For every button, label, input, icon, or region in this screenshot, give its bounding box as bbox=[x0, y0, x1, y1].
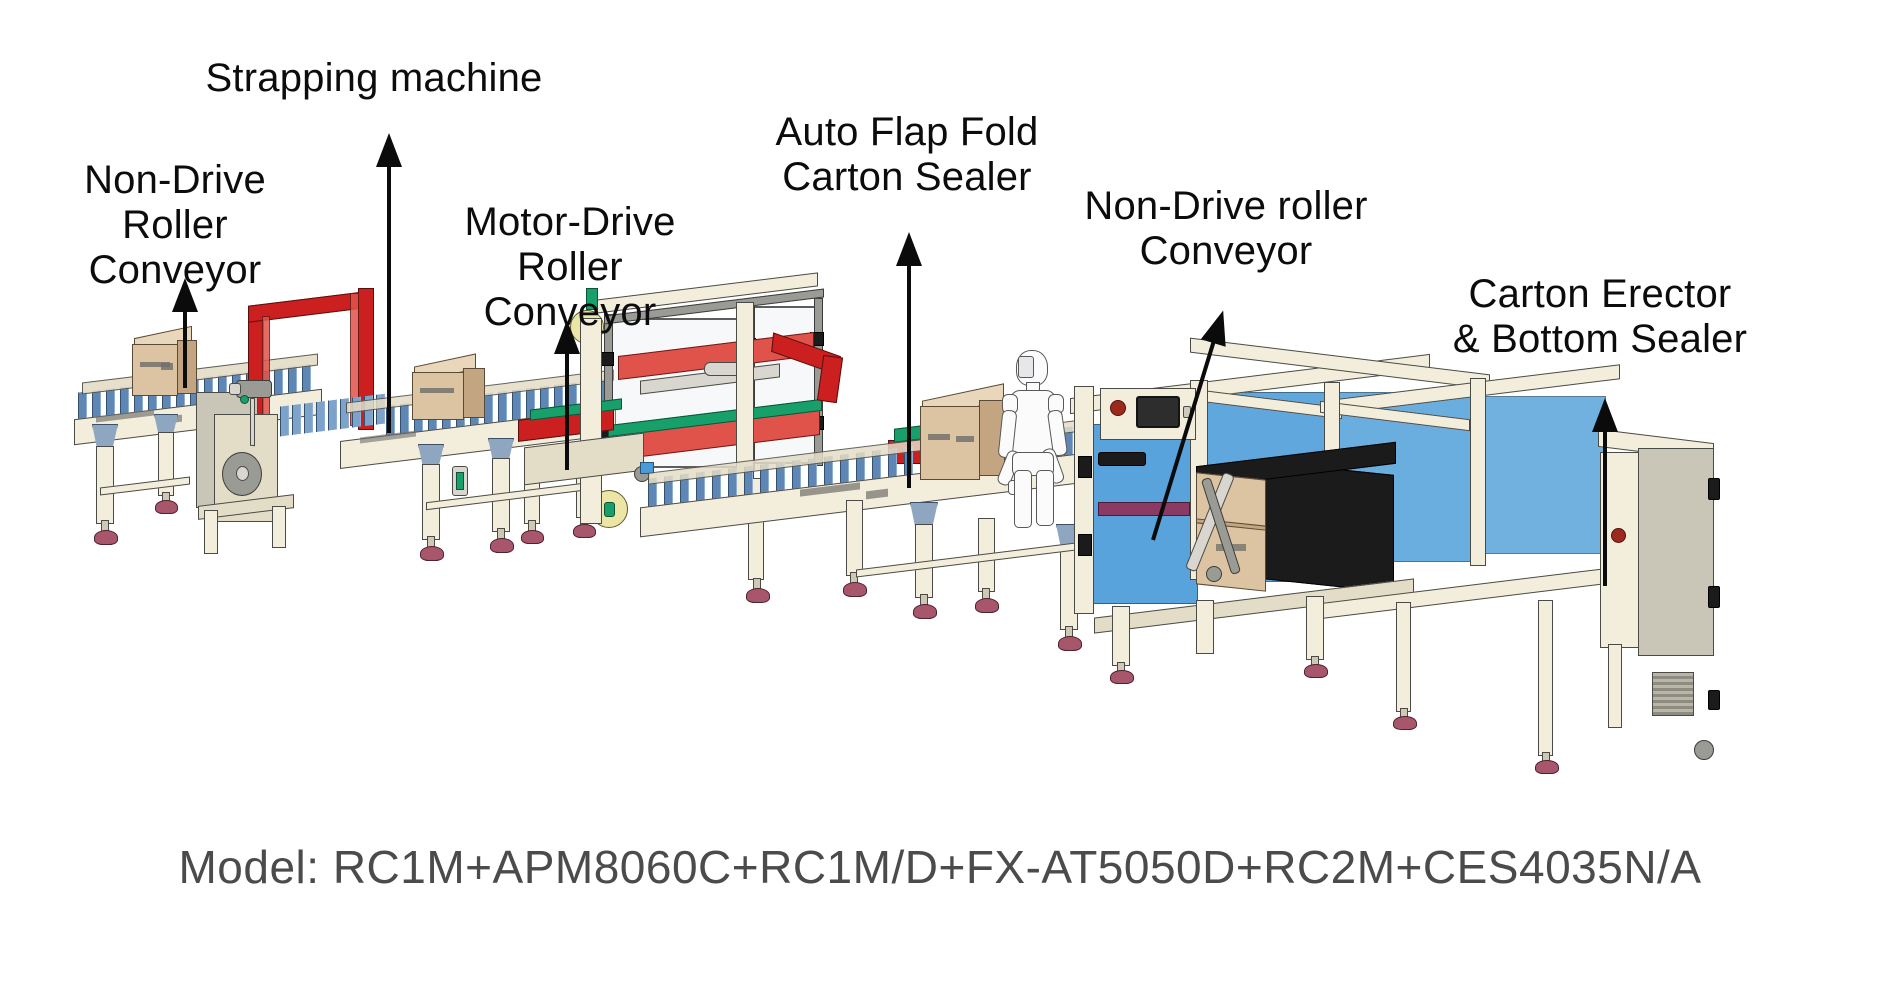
drive-motor-face bbox=[456, 472, 464, 490]
magazine-arm-pivot bbox=[1206, 566, 1222, 582]
erector-panel-blue bbox=[1478, 396, 1606, 554]
strapper-cable bbox=[250, 397, 255, 447]
model-caption: Model: RC1M+APM8060C+RC1M/D+FX-AT5050D+R… bbox=[178, 841, 1702, 893]
adjustable-foot bbox=[1304, 664, 1328, 678]
strapper-leg bbox=[204, 510, 218, 554]
carton-box bbox=[412, 372, 464, 420]
erector-leg bbox=[1396, 602, 1411, 712]
sealer-column bbox=[580, 318, 602, 524]
erector-leg bbox=[1196, 600, 1214, 654]
adjustable-foot bbox=[490, 538, 514, 553]
erector-hinge bbox=[1078, 456, 1092, 478]
cabinet-hinge bbox=[1708, 478, 1720, 500]
label-auto-flap-fold-carton-sealer: Auto Flap Fold Carton Sealer bbox=[775, 110, 1039, 199]
sealer-column-clamp bbox=[586, 288, 598, 310]
erector-hinge bbox=[1078, 534, 1092, 556]
pointer-arrow-non-drive-roller-conveyor-left bbox=[172, 278, 198, 388]
label-non-drive-roller-conveyor-right: Non-Drive roller Conveyor bbox=[1084, 184, 1368, 273]
guard-hinge bbox=[600, 352, 614, 366]
adjustable-foot bbox=[913, 604, 937, 619]
carton-print-strip bbox=[956, 436, 974, 442]
carton-box-side bbox=[463, 368, 485, 418]
adjustable-foot bbox=[1393, 716, 1417, 730]
adjustable-foot bbox=[1058, 636, 1082, 651]
pointer-arrow-motor-drive-roller-conveyor bbox=[554, 320, 580, 470]
adjustable-foot bbox=[843, 582, 867, 597]
cabinet-hinge bbox=[1708, 690, 1720, 710]
adjustable-foot bbox=[1110, 670, 1134, 684]
conveyor-leg bbox=[846, 500, 863, 576]
arrow-shaft bbox=[565, 348, 569, 470]
erector-internal-bracket bbox=[1098, 452, 1146, 466]
erector-leg bbox=[1538, 600, 1553, 756]
cabinet-door bbox=[1638, 448, 1714, 656]
erector-column bbox=[1074, 386, 1094, 614]
label-carton-erector-bottom-sealer: Carton Erector & Bottom Sealer bbox=[1452, 272, 1748, 361]
mannequin-leg-right bbox=[1036, 470, 1054, 526]
arrow-shaft bbox=[387, 161, 391, 433]
arrow-shaft bbox=[183, 304, 187, 388]
adjustable-foot bbox=[521, 530, 544, 544]
carton-print-strip bbox=[928, 434, 950, 440]
cabinet-vent-grille bbox=[1652, 672, 1694, 716]
label-motor-drive-roller-conveyor: Motor-Drive Roller Conveyor bbox=[464, 200, 676, 334]
cabinet-hinge bbox=[1708, 586, 1720, 608]
operator-mannequin bbox=[995, 350, 1069, 550]
pointer-arrow-carton-erector-bottom-sealer bbox=[1592, 398, 1618, 586]
adjustable-foot bbox=[1535, 760, 1559, 774]
erector-column bbox=[1470, 378, 1486, 566]
hmi-screen[interactable] bbox=[1136, 396, 1180, 428]
strapper-leg bbox=[272, 506, 286, 548]
pointer-arrow-strapping-machine bbox=[376, 133, 402, 433]
tape-reel-hub bbox=[604, 502, 615, 517]
carton-blank-stack bbox=[1262, 461, 1394, 593]
cabinet-caster bbox=[1694, 740, 1714, 760]
label-non-drive-roller-conveyor-left: Non-Drive Roller Conveyor bbox=[84, 158, 266, 292]
adjustable-foot bbox=[746, 588, 770, 603]
erector-magazine-rail bbox=[1098, 502, 1190, 516]
strapper-indicator bbox=[240, 395, 249, 404]
adjustable-foot bbox=[94, 530, 118, 545]
strapper-coil-hub bbox=[236, 466, 249, 481]
conveyor-leg bbox=[96, 446, 114, 524]
erector-leg bbox=[1306, 596, 1324, 660]
arrow-shaft bbox=[1603, 426, 1607, 586]
adjustable-foot bbox=[573, 524, 596, 538]
adjustable-foot bbox=[420, 546, 444, 561]
emergency-stop-button[interactable] bbox=[1110, 400, 1126, 416]
arrow-head-icon bbox=[1200, 306, 1236, 347]
cabinet-indicator-light bbox=[1611, 528, 1626, 543]
adjustable-foot bbox=[975, 598, 999, 613]
carton-print-strip bbox=[140, 362, 170, 367]
carton-print-strip bbox=[420, 388, 454, 393]
label-strapping-machine: Strapping machine bbox=[205, 56, 543, 100]
strapper-motor-shaft bbox=[229, 383, 241, 395]
carton-box bbox=[920, 406, 980, 480]
carton-box bbox=[132, 344, 178, 396]
arrow-shaft bbox=[907, 260, 911, 488]
cabinet-leg bbox=[1608, 644, 1622, 728]
mannequin-face-plate bbox=[1018, 356, 1034, 378]
erector-leg bbox=[1112, 606, 1130, 666]
carton-print-strip bbox=[161, 363, 173, 370]
mannequin-leg-left bbox=[1014, 470, 1032, 528]
adjustable-foot bbox=[155, 500, 178, 514]
carton-box-side bbox=[177, 340, 197, 394]
pointer-arrow-auto-flap-fold-carton-sealer bbox=[896, 232, 922, 488]
sealer-control-valve bbox=[640, 462, 654, 474]
